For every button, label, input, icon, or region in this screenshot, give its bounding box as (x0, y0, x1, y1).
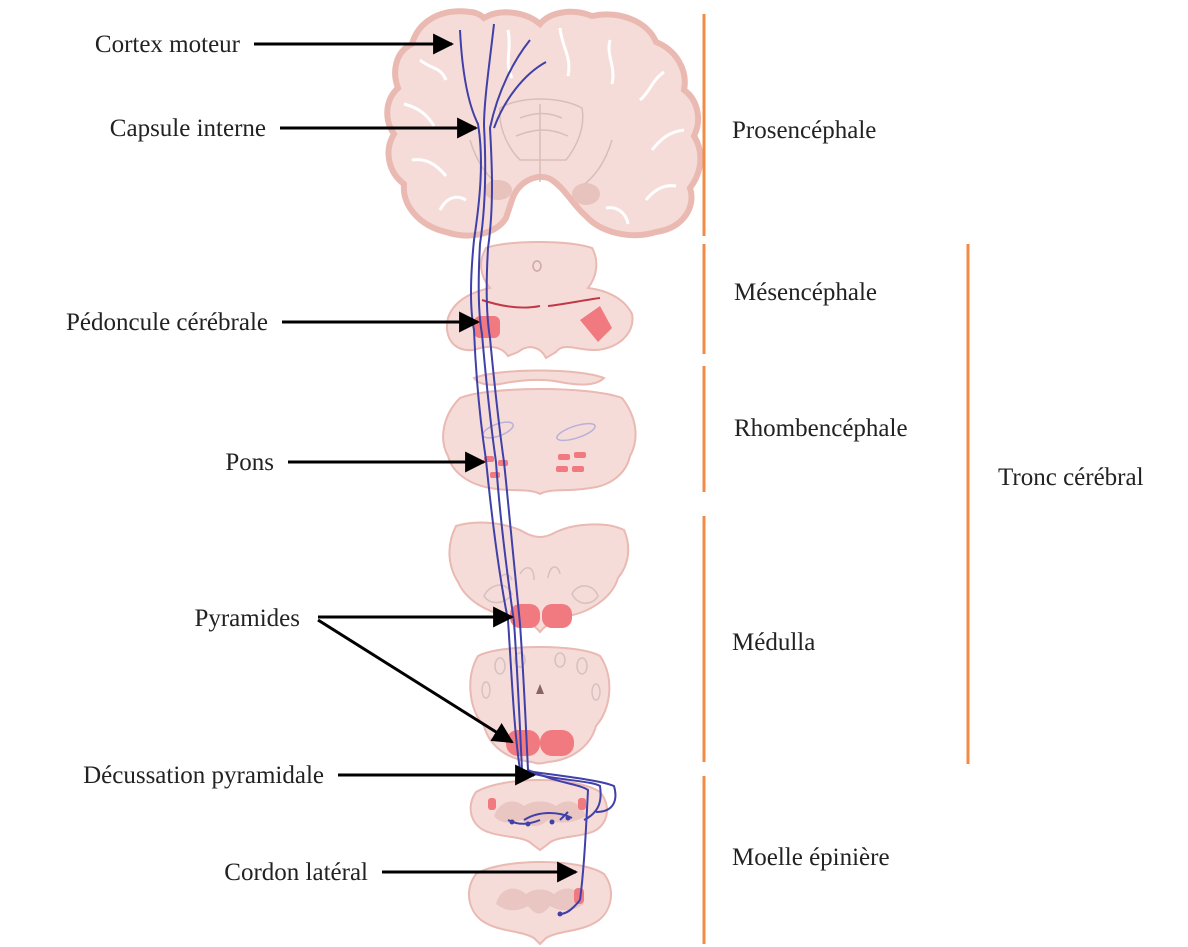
region-moelle: Moelle épinière (732, 844, 890, 871)
pons-section (443, 371, 635, 495)
lateral-column-right (578, 798, 586, 810)
region-prosencephale: Prosencéphale (732, 117, 876, 144)
pyramid-lower-right (540, 730, 574, 756)
region-tronc: Tronc cérébral (998, 464, 1144, 491)
region-medulla: Médulla (732, 629, 815, 656)
lateral-column-left (488, 798, 496, 810)
region-labels: Prosencéphale Mésencéphale Rhombencéphal… (732, 117, 1144, 871)
region-brackets (704, 14, 968, 944)
structure-labels: Cortex moteur Capsule interne Pédoncule … (66, 31, 368, 886)
hippocampus-left (484, 180, 512, 200)
label-cordon-lateral: Cordon latéral (224, 859, 368, 886)
label-pyramides: Pyramides (194, 605, 300, 632)
lower-medulla-section (470, 647, 609, 764)
hippocampus-right (572, 183, 600, 205)
label-pedoncule: Pédoncule cérébrale (66, 309, 268, 336)
label-capsule-interne: Capsule interne (110, 115, 266, 142)
label-decussation: Décussation pyramidale (83, 762, 324, 789)
region-rhombencephale: Rhombencéphale (734, 415, 908, 442)
region-mesencephale: Mésencéphale (734, 279, 877, 306)
label-cortex-moteur: Cortex moteur (95, 31, 241, 58)
label-pons: Pons (225, 449, 274, 476)
spinal-cord-lower-section (469, 862, 611, 944)
pyramid-upper-right (542, 604, 572, 628)
pons-outline (443, 389, 635, 494)
